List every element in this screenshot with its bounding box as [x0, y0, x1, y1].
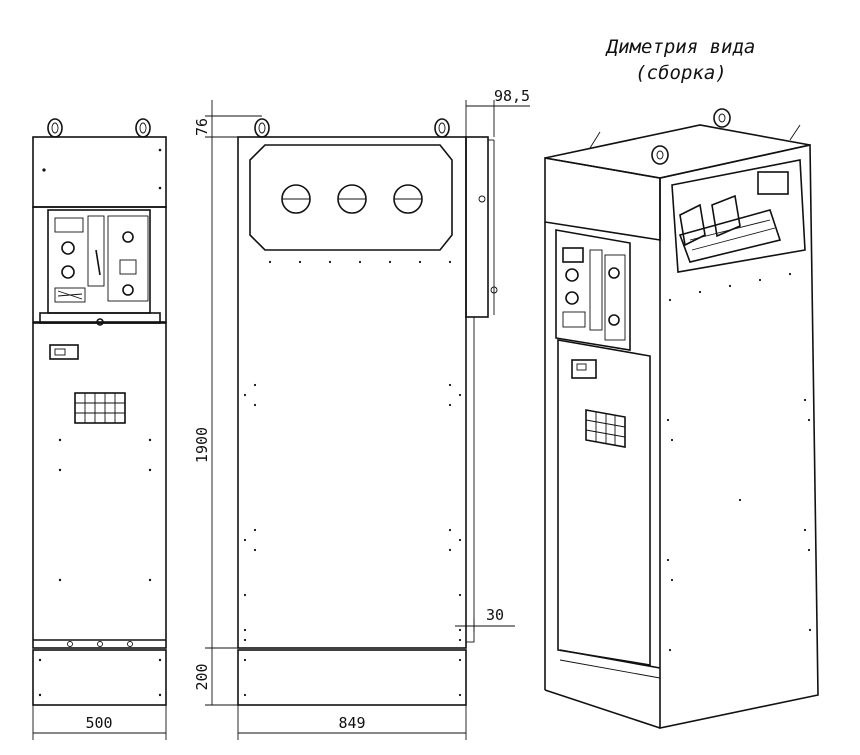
dim-height-main: 1900 [193, 427, 211, 463]
dim-side-depth: 849 [338, 714, 365, 732]
iso-ventilation-grille [585, 409, 626, 448]
front-ventilation-grille [74, 392, 126, 424]
front-relay-compartment [32, 206, 167, 323]
front-base-plinth [32, 649, 167, 706]
dimension-lines [32, 100, 530, 740]
front-relay-panel [47, 209, 151, 314]
iso-rivet-dots [666, 272, 812, 652]
side-bushing-panel [249, 144, 453, 251]
side-rivet-dots [243, 260, 462, 642]
isometric-view [544, 108, 819, 729]
front-lifting-eye-left [47, 118, 63, 138]
iso-right-side [659, 144, 819, 729]
dim-top-offset: 76 [193, 118, 211, 136]
iso-top-compartment [544, 157, 661, 241]
iso-lifting-eye-top [713, 108, 731, 128]
dim-rear-gap: 30 [486, 606, 504, 624]
front-door-nameplate [49, 344, 79, 360]
side-view [237, 118, 498, 706]
iso-bushings [678, 171, 789, 263]
iso-relay-compartment [555, 229, 631, 351]
front-view [32, 118, 167, 706]
view-title-line2: (сборка) [635, 62, 727, 84]
dim-side-protrusion: 98,5 [494, 87, 530, 105]
iso-bushing-window [671, 159, 806, 273]
front-top-compartment [32, 136, 167, 208]
dim-front-width: 500 [85, 714, 112, 732]
side-rear-protrusion [465, 136, 489, 318]
dim-height-base: 200 [193, 663, 211, 690]
front-lifting-eye-right [135, 118, 151, 138]
view-title-line1: Диметрия вида [605, 36, 756, 58]
side-base-plinth [237, 649, 467, 706]
front-lower-door [32, 322, 167, 649]
iso-lower-door [557, 339, 651, 666]
side-lifting-eye-right [434, 118, 450, 138]
iso-lifting-eye-front [651, 145, 669, 165]
side-lifting-eye-left [254, 118, 270, 138]
